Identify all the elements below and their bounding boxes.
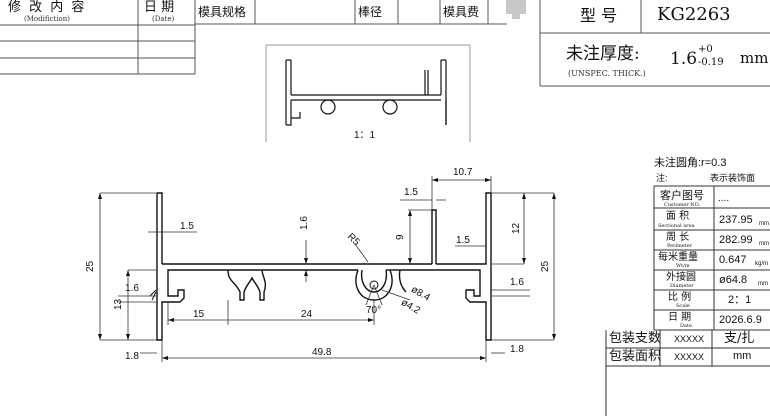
date-header: 日 期 [144,0,175,15]
date-label: 日 期 [668,312,692,323]
dim-foot-right: 1.8 [510,344,524,355]
area-value: 237.95 [719,214,753,226]
area-unit: mm [759,221,769,227]
profile-outline [156,192,492,341]
date-header-en: (Date) [152,15,175,23]
dim-right-wall: 1.5 [456,235,470,246]
diameter-unit: mm [758,281,768,287]
packing-count-label: 包装支数 [609,331,662,346]
fillet-note: 未注圆角:r=0.3 [654,157,727,169]
packing-count-value: XXXXX [674,334,705,344]
decorative-surface-note: 表示装饰面 [710,173,756,183]
area-label: 面 积 [666,211,690,222]
diameter-label: 外接圆 [666,272,696,283]
scale-label: 比 例 [668,292,692,303]
packing-count-unit: 支/扎 [724,331,755,346]
diameter-value: ø64.8 [719,274,748,286]
dim-left-lip: 1.6 [125,283,139,294]
thickness-unit: mm [740,49,769,67]
model-value: KG2263 [657,4,731,25]
date-value: 2026.6.9 [719,314,762,326]
thickness-label: 未注厚度: [566,44,640,64]
customer-no-value: .... [718,193,730,204]
thickness-tol-minus: -0.19 [698,57,724,68]
dim-overall-width: 49.8 [312,347,332,358]
dimension-lines [99,176,555,362]
date-label-en: Date [680,323,692,329]
scale-value: 2：1 [728,294,752,306]
dim-top-width: 10.7 [453,167,473,178]
weight-label: 每米重量 [658,252,698,263]
mold-fee-label: 模具费 [443,5,480,19]
weight-label-en: Wt/m [676,263,690,269]
perimeter-value: 282.99 [719,234,753,246]
rod-diameter-label: 棒径 [358,5,383,19]
thickness-label-en: (UNSPEC. THICK.) [568,69,646,78]
perimeter-label-en: Perimeter [667,243,693,249]
thickness-base: 1.6 [670,49,698,69]
weight-value: 0.647 [719,254,747,266]
weight-unit: kg/m [755,261,769,267]
perimeter-label: 周 长 [666,232,690,243]
packing-area-label: 包装面积 [609,349,662,364]
note-label: 注: [656,173,668,183]
mold-spec-label: 模具规格 [198,5,247,19]
dim-foot-left: 1.8 [125,351,139,362]
model-label: 型 号 [580,6,618,25]
dim-left-wall: 1.5 [180,221,194,232]
modification-header-en: (Modifiction) [24,15,70,23]
packing-area-value: XXXXX [674,352,705,362]
dimension-arrows [98,178,556,360]
area-label-en: Sectional area [658,223,695,229]
dim-right-lip: 1.6 [510,277,524,288]
diameter-label-en: Diameter [670,283,694,289]
perimeter-unit: mm [759,241,769,247]
thickness-tol-plus: +0 [698,44,713,55]
dim-lip-top: 1.5 [404,187,418,198]
dim-w24: 24 [301,309,313,320]
dim-angle: 70° [366,305,382,316]
customer-no-label-en: Customer NO. [664,202,701,208]
dim-w15: 15 [193,309,205,320]
modification-header: 修 改 内 容 [8,0,87,15]
packing-area-unit: mm [733,350,752,362]
scale-label-en: Scale [676,303,690,309]
customer-no-label: 客户图号 [660,189,704,202]
preview-scale: 1：1 [354,130,376,141]
